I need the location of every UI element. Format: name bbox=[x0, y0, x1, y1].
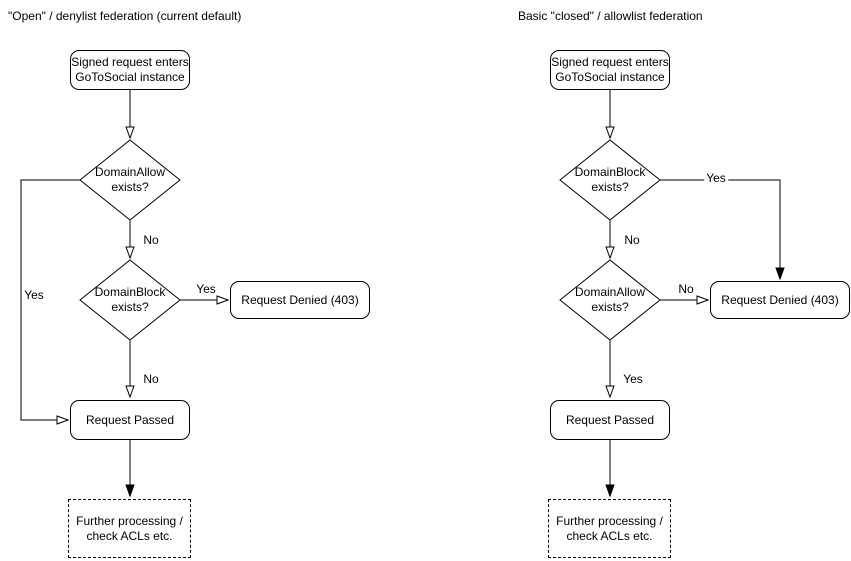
edge-label-right-allow-yes: Yes bbox=[623, 372, 643, 386]
edge-right-domainblock-yes bbox=[660, 179, 785, 281]
node-right-start: Signed request enters GoToSocial instanc… bbox=[550, 50, 670, 90]
edge-label-left-block-no: No bbox=[143, 372, 159, 386]
edge-label-right-allow-no: No bbox=[678, 282, 694, 296]
edge-label-left-allow-no: No bbox=[143, 233, 159, 247]
node-right-request-denied: Request Denied (403) bbox=[710, 281, 850, 319]
decision-domainblock-shape-right bbox=[559, 139, 661, 221]
node-left-request-passed: Request Passed bbox=[70, 400, 190, 440]
edge-label-right-block-no: No bbox=[624, 233, 640, 247]
decision-domainallow-shape-right bbox=[559, 259, 661, 341]
node-left-start: Signed request enters GoToSocial instanc… bbox=[70, 50, 190, 90]
node-left-further-processing: Further processing / check ACLs etc. bbox=[68, 499, 191, 558]
left-chart-title: "Open" / denylist federation (current de… bbox=[8, 9, 242, 23]
node-right-further-processing: Further processing / check ACLs etc. bbox=[548, 499, 671, 558]
node-left-request-denied: Request Denied (403) bbox=[230, 281, 370, 319]
decision-domainallow-shape-left bbox=[79, 139, 181, 221]
right-chart-title: Basic "closed" / allowlist federation bbox=[518, 9, 703, 23]
decision-domainblock-shape-left bbox=[79, 259, 181, 341]
node-right-request-passed: Request Passed bbox=[550, 400, 670, 440]
edge-label-left-allow-yes: Yes bbox=[24, 288, 44, 302]
edge-label-left-block-yes: Yes bbox=[196, 282, 216, 296]
edge-left-domainallow-yes-loop bbox=[20, 179, 80, 425]
edge-label-right-block-yes: Yes bbox=[704, 171, 728, 185]
